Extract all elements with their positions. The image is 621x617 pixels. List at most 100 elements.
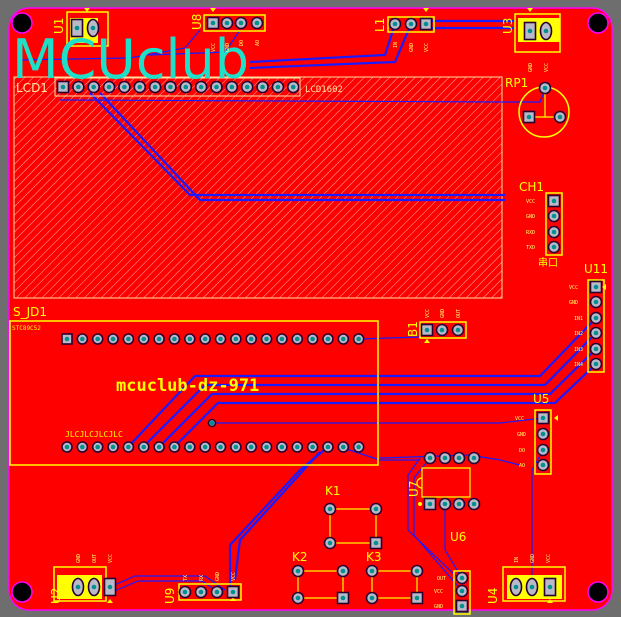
drill-hole bbox=[593, 346, 599, 352]
mounting-hole bbox=[11, 12, 33, 34]
drill-hole bbox=[80, 444, 85, 450]
drill-hole bbox=[230, 589, 236, 595]
drill-hole bbox=[373, 540, 379, 546]
drill-hole bbox=[233, 444, 239, 450]
drill-hole bbox=[540, 431, 546, 437]
pads bbox=[56, 16, 603, 613]
lcd1-outline[interactable] bbox=[13, 76, 503, 299]
drill-hole bbox=[233, 336, 239, 342]
s-jd1-part-label: STC89C52 bbox=[12, 325, 41, 332]
drill-hole bbox=[172, 336, 177, 342]
jlc-label: JLCJLCJLCJLC bbox=[65, 430, 123, 439]
rp1-designator: RP1 bbox=[505, 76, 528, 90]
drill-hole bbox=[106, 84, 112, 90]
rp1-wiper-symbol bbox=[529, 88, 560, 118]
u6-outline bbox=[453, 570, 471, 615]
trace bbox=[249, 23, 413, 70]
pin-label: GND bbox=[530, 554, 536, 563]
drill-hole bbox=[198, 589, 204, 595]
drill-hole bbox=[95, 444, 100, 450]
drill-hole bbox=[341, 444, 346, 450]
drill-hole bbox=[424, 327, 430, 333]
pin-label: VCC bbox=[211, 43, 217, 52]
drill-hole bbox=[172, 444, 177, 450]
drill-hole bbox=[459, 575, 465, 581]
trace bbox=[233, 451, 321, 581]
drill-hole bbox=[90, 25, 96, 31]
drill-hole bbox=[156, 336, 162, 342]
drill-hole bbox=[543, 28, 549, 34]
s-jd1-outline[interactable] bbox=[9, 320, 379, 466]
ch1-outline bbox=[545, 192, 563, 256]
s-jd1-designator: S_JD1 bbox=[13, 305, 47, 319]
drill-hole bbox=[182, 589, 188, 595]
drill-hole bbox=[137, 84, 143, 90]
pin-label: IN2 bbox=[574, 331, 583, 337]
u11-outline bbox=[587, 279, 605, 373]
pin-label: AO bbox=[519, 463, 525, 469]
drill-hole bbox=[202, 336, 208, 342]
drill-hole bbox=[290, 84, 296, 90]
drill-hole bbox=[107, 584, 113, 590]
traces bbox=[19, 19, 597, 596]
drill-hole bbox=[327, 540, 333, 546]
drill-hole bbox=[141, 444, 147, 450]
pin-label: VCC bbox=[526, 199, 535, 205]
pin-label: GND bbox=[215, 572, 221, 581]
trace bbox=[212, 417, 544, 424]
pin-label: VCC bbox=[425, 309, 431, 318]
pin-label: TXD bbox=[526, 245, 535, 251]
trace bbox=[142, 332, 597, 448]
drill-hole bbox=[95, 336, 100, 342]
drill-hole bbox=[513, 584, 519, 590]
drill-hole bbox=[373, 506, 379, 512]
mcuclub-logo: MCUclub bbox=[12, 28, 249, 91]
trace bbox=[99, 92, 505, 202]
drill-hole bbox=[459, 603, 465, 609]
ch1-designator: CH1 bbox=[519, 180, 544, 194]
drill-hole bbox=[275, 84, 281, 90]
drill-hole bbox=[214, 589, 220, 595]
drill-hole bbox=[542, 85, 548, 91]
drill-hole bbox=[356, 336, 361, 342]
drill-hole bbox=[340, 595, 346, 601]
drill-hole bbox=[187, 336, 193, 342]
pin-label: VCC bbox=[515, 416, 524, 422]
drill-hole bbox=[540, 462, 546, 468]
drill-hole bbox=[456, 501, 462, 507]
drill-hole bbox=[202, 444, 208, 450]
drill-hole bbox=[327, 506, 333, 512]
pin-label: VCC bbox=[424, 43, 430, 52]
drill-hole bbox=[152, 84, 158, 90]
drill-hole bbox=[110, 444, 116, 450]
pin-label: VCC bbox=[434, 589, 443, 595]
u9-designator: U9 bbox=[163, 588, 177, 604]
drill-hole bbox=[551, 198, 557, 204]
u6-designator: U6 bbox=[450, 530, 466, 544]
drill-hole bbox=[238, 20, 244, 26]
u11-designator: U11 bbox=[584, 262, 608, 276]
pin-label: GND bbox=[528, 63, 534, 72]
trace bbox=[358, 336, 421, 340]
drill-hole bbox=[248, 336, 254, 342]
pin-label: IN bbox=[514, 557, 520, 563]
trace bbox=[249, 23, 397, 64]
pin-label: AO bbox=[255, 40, 261, 46]
pin-label: GND bbox=[76, 554, 82, 563]
pin-label: VCC bbox=[544, 63, 550, 72]
drill-hole bbox=[427, 501, 433, 507]
drill-hole bbox=[459, 588, 465, 594]
trace bbox=[19, 29, 201, 61]
drill-hole bbox=[198, 84, 204, 90]
drill-hole bbox=[310, 336, 315, 342]
drill-hole bbox=[551, 244, 557, 250]
drill-hole bbox=[248, 444, 254, 450]
drill-hole bbox=[64, 336, 70, 342]
trace bbox=[531, 449, 544, 587]
drill-hole bbox=[557, 114, 563, 120]
trace bbox=[444, 504, 463, 579]
drill-hole bbox=[126, 444, 131, 450]
drill-hole bbox=[244, 84, 250, 90]
